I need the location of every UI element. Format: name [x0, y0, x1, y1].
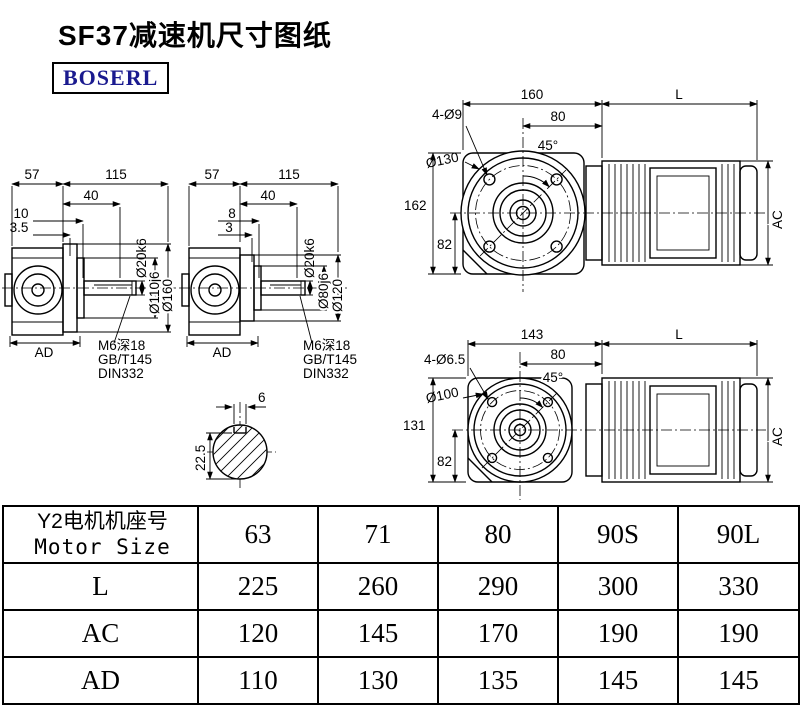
table-header-size-80: 80 — [437, 505, 559, 564]
page-title: SF37减速机尺寸图纸 — [58, 20, 332, 51]
bottom-holes-dim: 4-Ø6.5 — [424, 352, 465, 367]
table-header-cn: Y2电机机座号 — [37, 510, 168, 534]
table-cell: 145 — [677, 656, 800, 705]
key-width-dim: 6 — [258, 390, 266, 405]
bottom-half-width-dim: 80 — [550, 347, 565, 362]
technical-drawing: 57 115 40 10 3.5 Ø20k6 Ø110j6 Ø160 — [2, 87, 787, 500]
side1-flange-dia-dim: Ø160 — [160, 279, 175, 312]
table-cell: 330 — [677, 562, 800, 611]
row-label-ad: AD — [2, 656, 199, 705]
top-holes-dim: 4-Ø9 — [432, 107, 462, 122]
front-view-bottom: 45° Ø100 4-Ø6.5 143 L 80 131 82 — [401, 327, 787, 500]
bottom-flange-width-dim: 143 — [521, 327, 544, 342]
side1-step2-dim: 3.5 — [10, 220, 29, 235]
top-flange-width-dim: 160 — [521, 87, 544, 102]
key-height-dim: 22.5 — [193, 445, 208, 471]
table-header-size-90s: 90S — [557, 505, 679, 564]
table-row-ad: AD 110 130 135 145 145 — [2, 656, 800, 705]
top-motor-length-dim: L — [675, 87, 683, 102]
side1-total-width-dim: 115 — [105, 167, 127, 182]
side1-ad-dim: AD — [35, 345, 54, 360]
bottom-motor-height-dim: AC — [770, 427, 785, 446]
table-cell: 190 — [557, 609, 679, 658]
side2-step1-dim: 8 — [228, 206, 236, 221]
table-row-l: L 225 260 290 300 330 — [2, 562, 800, 611]
side1-shaft-length-dim: 40 — [83, 188, 98, 203]
brand-logo-text: BOSERL — [63, 65, 159, 90]
bottom-motor-length-dim: L — [675, 327, 683, 342]
side1-standard-note: GB/T145 — [98, 352, 152, 367]
motor-dimension-table: Y2电机机座号 Motor Size 63 71 80 90S 90L L 22… — [0, 505, 800, 705]
bottom-flange-circle-dim: Ø100 — [425, 384, 460, 406]
row-label-l: L — [2, 562, 199, 611]
table-header-motor-size: Y2电机机座号 Motor Size — [2, 505, 199, 564]
top-motor-height-dim: AC — [770, 210, 785, 229]
side1-tap-note: M6深18 — [98, 338, 145, 353]
table-cell: 260 — [317, 562, 439, 611]
front-view-top: 45° Ø130 4-Ø9 160 L 80 162 82 — [402, 87, 787, 292]
side2-flange-dia-dim: Ø120 — [330, 279, 345, 312]
side2-din-note: DIN332 — [303, 366, 349, 381]
side2-body-width-dim: 57 — [204, 167, 219, 182]
side-view-2: 57 115 40 8 3 Ø20k6 Ø80j6 Ø120 — [179, 167, 357, 381]
top-center-height-dim: 82 — [437, 237, 452, 252]
table-header-size-90l: 90L — [677, 505, 800, 564]
side2-shaft-length-dim: 40 — [260, 188, 275, 203]
table-cell: 170 — [437, 609, 559, 658]
bottom-bolt-angle-dim: 45° — [543, 370, 563, 385]
table-cell: 130 — [317, 656, 439, 705]
side1-body-width-dim: 57 — [24, 167, 39, 182]
top-height-dim: 162 — [404, 198, 427, 213]
top-bolt-angle-dim: 45° — [538, 138, 558, 153]
table-cell: 110 — [197, 656, 319, 705]
table-cell: 120 — [197, 609, 319, 658]
table-cell: 145 — [557, 656, 679, 705]
side1-step1-dim: 10 — [13, 206, 28, 221]
side1-din-note: DIN332 — [98, 366, 144, 381]
table-cell: 225 — [197, 562, 319, 611]
side2-standard-note: GB/T145 — [303, 352, 357, 367]
table-cell: 145 — [317, 609, 439, 658]
brand-logo: BOSERL — [52, 62, 170, 94]
side2-total-width-dim: 115 — [278, 167, 300, 182]
table-cell: 135 — [437, 656, 559, 705]
bottom-center-height-dim: 82 — [437, 454, 452, 469]
table-cell: 190 — [677, 609, 800, 658]
table-header-en: Motor Size — [34, 534, 171, 559]
side2-shaft-dia-dim: Ø20k6 — [302, 238, 317, 278]
row-label-ac: AC — [2, 609, 199, 658]
table-cell: 300 — [557, 562, 679, 611]
top-half-width-dim: 80 — [550, 109, 565, 124]
side2-tap-note: M6深18 — [303, 338, 350, 353]
table-header-size-63: 63 — [197, 505, 319, 564]
table-header-size-71: 71 — [317, 505, 439, 564]
side-view-1: 57 115 40 10 3.5 Ø20k6 Ø110j6 Ø160 — [2, 167, 177, 381]
bottom-height-dim: 131 — [403, 418, 426, 433]
side2-ad-dim: AD — [213, 345, 232, 360]
table-row-ac: AC 120 145 170 190 190 — [2, 609, 800, 658]
table-cell: 290 — [437, 562, 559, 611]
shaft-key-section: 6 22.5 — [191, 388, 276, 488]
side1-spigot-dia-dim: Ø110j6 — [147, 271, 162, 314]
side2-step2-dim: 3 — [225, 220, 233, 235]
side2-spigot-dia-dim: Ø80j6 — [316, 273, 331, 309]
